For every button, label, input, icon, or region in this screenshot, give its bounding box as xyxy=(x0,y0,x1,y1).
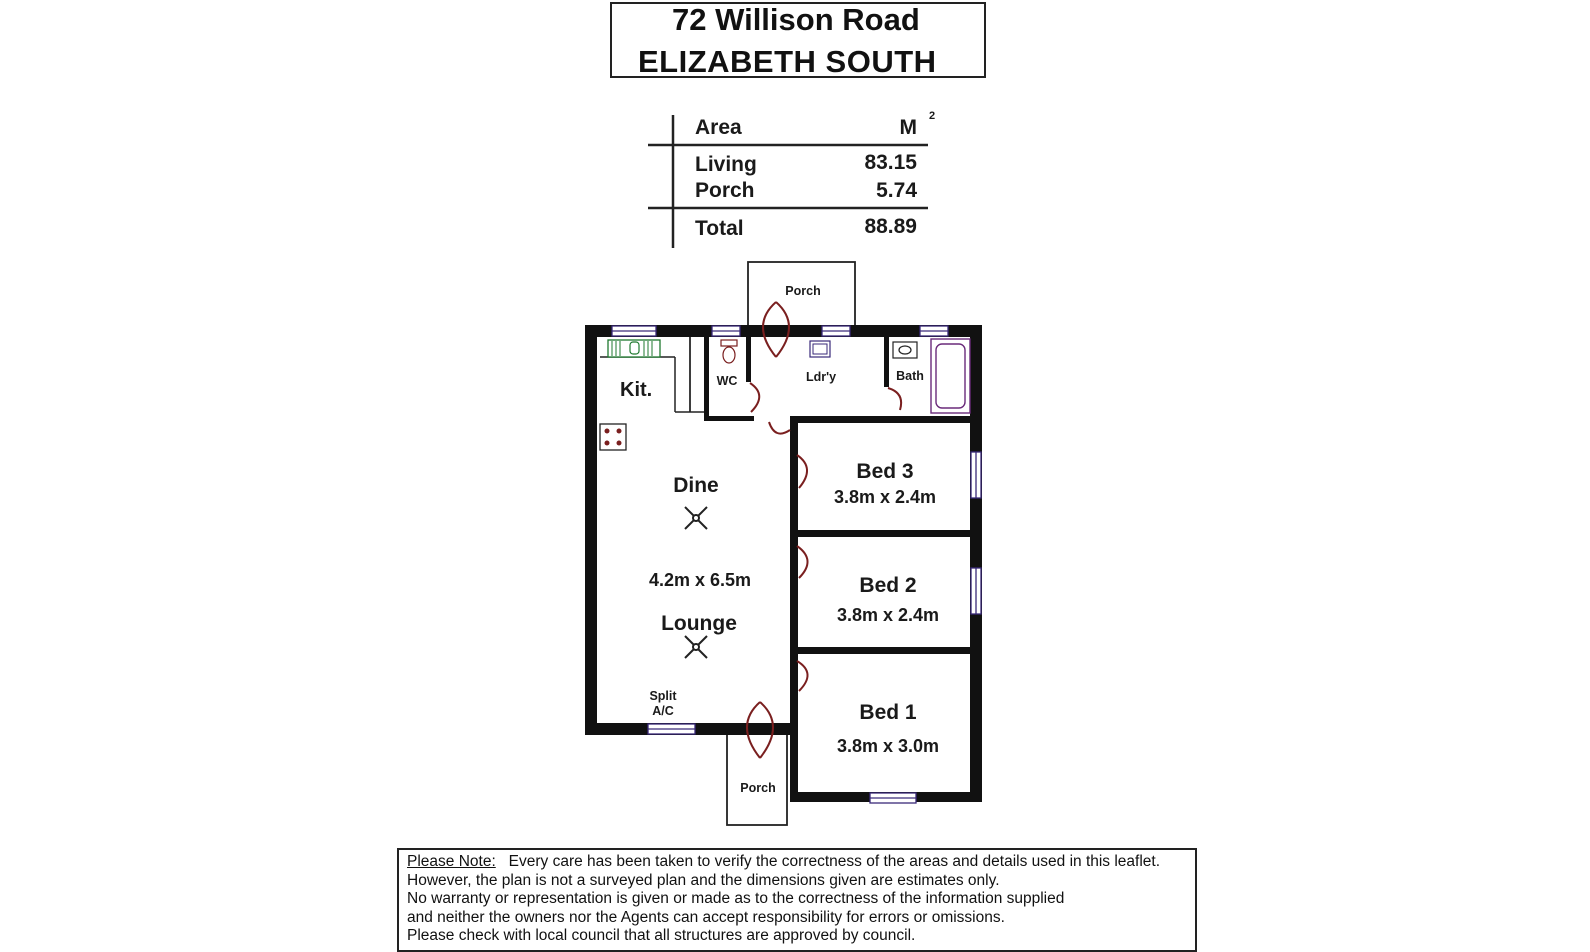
area-row-porch-value: 5.74 xyxy=(876,179,917,202)
room-label-bed1: Bed 1 xyxy=(859,701,917,724)
disclaimer-text: Every care has been taken to verify the … xyxy=(508,853,1161,870)
door-rear-porch-swing xyxy=(746,701,761,759)
disclaimer-box: Please Note: Every care has been taken t… xyxy=(397,848,1197,952)
room-label-bath: Bath xyxy=(896,369,924,383)
room-dims-bed2: 3.8m x 2.4m xyxy=(837,605,939,625)
wall-service-bottom xyxy=(790,416,982,423)
room-label-bed3: Bed 3 xyxy=(856,460,913,483)
door-bed1 xyxy=(796,660,809,692)
wall-exterior-left xyxy=(585,325,597,735)
area-row-porch-label: Porch xyxy=(695,179,755,202)
room-label-dine: Dine xyxy=(673,474,719,497)
cooktop-burner xyxy=(616,428,622,434)
disclaimer-line: Please check with local council that all… xyxy=(407,927,916,945)
ceiling-fan-dine-icon xyxy=(684,506,708,530)
room-label-laundry: Ldr'y xyxy=(806,370,836,384)
disclaimer-line: However, the plan is not a surveyed plan… xyxy=(407,871,1000,889)
room-label-kitchen: Kit. xyxy=(620,379,652,401)
door-front-porch-swing xyxy=(775,301,790,358)
wall-wc-left xyxy=(704,337,709,421)
door-rear-porch-swing xyxy=(759,701,774,759)
cooktop-burner xyxy=(604,440,610,446)
walls xyxy=(585,325,982,802)
wall-bedrooms-left xyxy=(790,416,798,802)
door-bath xyxy=(887,387,903,411)
sink-outline xyxy=(607,339,661,358)
address-street: 72 Willison Road xyxy=(672,2,920,37)
door-bed3 xyxy=(796,454,808,489)
room-dims-bed1: 3.8m x 3.0m xyxy=(837,736,939,756)
room-label-porch-top: Porch xyxy=(785,284,820,298)
area-row-living-label: Living xyxy=(695,153,757,176)
fan-hub xyxy=(692,514,700,522)
door-front-porch-swing xyxy=(762,301,777,358)
wall-wc-bottom xyxy=(704,416,754,421)
toilet-icon xyxy=(720,339,738,364)
room-dims-bed3: 3.8m x 2.4m xyxy=(834,487,936,507)
vanity-basin xyxy=(898,345,912,355)
bathtub-icon xyxy=(930,338,971,414)
wall-bed3-bed2 xyxy=(790,530,972,537)
room-dims-living: 4.2m x 6.5m xyxy=(649,570,751,590)
toilet-cistern xyxy=(720,339,738,347)
area-table: Area M 2 Living 83.15 Porch 5.74 Total 8… xyxy=(648,110,935,248)
area-header-label: Area xyxy=(695,116,742,139)
cooktop-icon xyxy=(599,423,627,451)
split-ac-label-line1: Split xyxy=(649,689,677,703)
wall-exterior-bottom-mid xyxy=(775,723,791,735)
porch-bottom-outline xyxy=(726,726,788,826)
laundry-tub-outline xyxy=(809,340,831,358)
wall-bed2-bed1 xyxy=(790,647,972,654)
wall-exterior-top xyxy=(585,325,982,337)
disclaimer-line: and neither the owners nor the Agents ca… xyxy=(407,908,1005,926)
address-suburb: ELIZABETH SOUTH xyxy=(638,44,937,79)
door-wc xyxy=(749,382,761,413)
windows xyxy=(611,325,982,804)
disclaimer-heading: Please Note: xyxy=(407,853,496,870)
area-header-unit-superscript: 2 xyxy=(929,110,935,122)
bath-vanity-icon xyxy=(892,341,918,359)
sink-bowl xyxy=(629,341,640,355)
disclaimer-line: No warranty or representation is given o… xyxy=(407,890,1065,908)
vanity-outline xyxy=(892,341,918,359)
area-total-label: Total xyxy=(695,217,744,240)
room-label-bed2: Bed 2 xyxy=(859,574,916,597)
wall-ldry-bath xyxy=(884,337,889,387)
cooktop-burner xyxy=(604,428,610,434)
kitchen-sink xyxy=(607,339,661,358)
doors xyxy=(746,301,903,759)
wall-exterior-right xyxy=(970,325,982,802)
door-laundry-hall xyxy=(768,421,791,435)
bathtub-inner xyxy=(935,343,966,409)
room-label-porch-bottom: Porch xyxy=(740,781,775,795)
wall-wc-ldry xyxy=(746,337,751,382)
area-row-living-value: 83.15 xyxy=(864,151,917,174)
cooktop-burner xyxy=(616,440,622,446)
room-label-wc: WC xyxy=(717,374,738,388)
door-bed2 xyxy=(796,545,809,579)
room-label-lounge: Lounge xyxy=(661,612,737,635)
area-total-value: 88.89 xyxy=(864,215,917,238)
laundry-tub-icon xyxy=(809,340,831,358)
cooktop-outline xyxy=(599,423,627,451)
laundry-tub-basin xyxy=(812,343,828,355)
area-header-unit: M xyxy=(900,116,918,139)
toilet-bowl xyxy=(722,346,736,364)
ceiling-fan-lounge-icon xyxy=(684,635,708,659)
disclaimer-line: Please Note: Every care has been taken t… xyxy=(407,853,1187,872)
title-box: 72 Willison Road ELIZABETH SOUTH xyxy=(610,2,986,79)
bathtub-outline xyxy=(930,338,971,414)
split-ac-label-line2: A/C xyxy=(652,704,674,718)
fan-hub xyxy=(692,643,700,651)
